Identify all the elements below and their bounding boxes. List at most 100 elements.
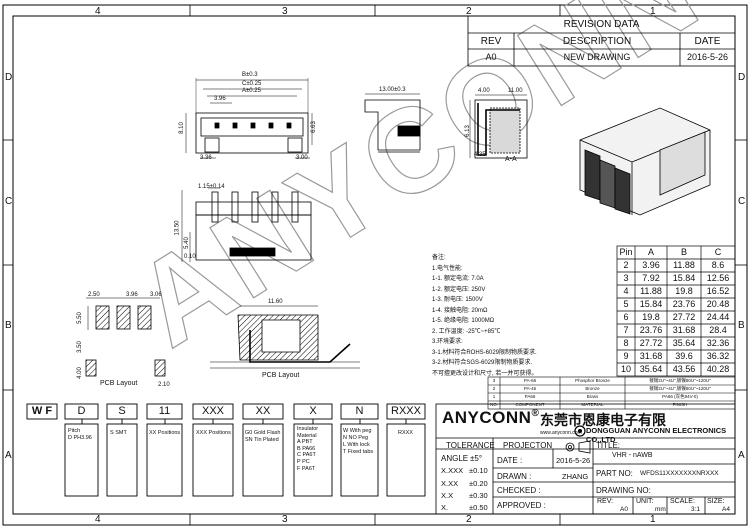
notes-line: 1-5. 绝缘电阻: 1000MΩ [432, 318, 495, 324]
section-label: A-A [505, 156, 517, 163]
materials-cell: Brass [586, 394, 599, 399]
zone-top-1: 1 [650, 6, 656, 17]
desc-line: Material [297, 432, 317, 439]
pin-table-cell: 10 [620, 364, 631, 374]
drawn-label: DRAWN : [497, 472, 532, 481]
desc-line: XXX Positions [196, 430, 231, 436]
materials-cell: 1 [492, 394, 496, 399]
scale-value: 3:1 [691, 506, 701, 513]
materials-cell: 镀锡2U"~4U",镀镍80U"~120U" [649, 386, 711, 391]
notes-line: 1-4. 接触电阻: 20mΩ [432, 307, 488, 314]
zone-left-a: A [5, 450, 12, 461]
pin-table-cell: 9 [623, 351, 629, 361]
part-code-x: X [309, 405, 317, 417]
section-a-a-view [469, 94, 528, 159]
size-value: A4 [722, 506, 730, 513]
revision-header-description: DESCRIPTION [562, 36, 632, 47]
company-brand-reg: ® [531, 408, 540, 419]
unit-label: UNIT: [636, 498, 654, 505]
side-view [364, 93, 421, 153]
desc-line: W With peg [343, 428, 372, 434]
part-code-grid [26, 403, 426, 497]
pcb-side-section-view [210, 305, 360, 369]
pin-table-cell: 11.88 [673, 260, 695, 270]
tolerance-label: TOLERANCE [446, 441, 495, 450]
notes-block: 备注: 1.电气性能: 1-1. 额定电流: 7.0A 1-2. 额定电压: 2… [432, 253, 537, 379]
pin-table-cell: 19.8 [675, 286, 693, 296]
desc-line: Pitch [68, 428, 81, 434]
pin-table-cell: 15.84 [639, 299, 663, 309]
pin-table-cell: 15.84 [672, 273, 696, 283]
pin-table-cell: 28.4 [709, 325, 727, 335]
dim-section-h: 6.13 [464, 125, 471, 137]
materials-cell: 3 [492, 378, 496, 383]
dim-top-396: 3.96 [214, 96, 226, 102]
desc-line: G0 Gold Flash [245, 430, 281, 436]
dim-top-a: A±0.25 [242, 88, 261, 94]
materials-cell: Phosphor Bronze [575, 378, 610, 383]
pcb-layout-label: PCB Layout [100, 380, 138, 387]
tol-x-label: X.X [441, 491, 454, 500]
pin-table-cell: 2 [623, 260, 629, 270]
tol-xx-label: X.XX [441, 479, 459, 488]
part-code-desc-s: S SMT [110, 430, 127, 437]
materials-cell: 镀锡2U"~4U",镀镍80U"~120U" [649, 378, 711, 383]
revision-title: REVISION DATA [563, 19, 640, 30]
notes-line: 3-2.材料符合SGS-6029限制物质要求. [432, 360, 533, 366]
drawing-no-label: DRAWING NO: [596, 486, 651, 495]
part-code-11: 11 [158, 405, 171, 417]
part-code-desc-xx: G0 Gold Flash SN Tin Plated [245, 430, 280, 444]
desc-line: L With lock [343, 442, 370, 448]
approved-label: APPROVED : [497, 501, 546, 510]
company-logo-icon [574, 425, 586, 437]
zone-ticks [3, 5, 747, 525]
dim-section-w1: 4.00 [478, 88, 490, 94]
size-label: SIZE: [707, 498, 725, 505]
part-code-desc-rxxx: RXXX [398, 430, 413, 437]
pin-table-cell: 7 [623, 325, 629, 335]
projection-symbol-icon [565, 440, 591, 454]
revision-cell-date: 2016-5-26 [686, 52, 729, 62]
part-code-xx: XX [255, 405, 271, 417]
materials-cell: PA66 [524, 394, 536, 399]
dim-pcb2-width: 11.60 [268, 299, 283, 305]
title-block-grid [435, 403, 736, 515]
tol-xxx-value: ±0.10 [469, 466, 488, 475]
pin-table-cell: 27.72 [672, 312, 696, 322]
dim-top-bot1: 3.36 [200, 155, 212, 161]
desc-line: N NO Peg [343, 435, 369, 441]
desc-line: F PA6T [297, 465, 316, 472]
desc-line: S SMT [110, 430, 127, 436]
dim-front-width: 1.15±0.14 [198, 184, 225, 190]
desc-line: D PH3.96 [68, 435, 92, 441]
notes-line: 3.环境要求: [432, 339, 463, 345]
scale-label: SCALE: [670, 498, 695, 505]
tol-xxx-label: X.XXX [441, 466, 464, 475]
pin-table-cell: 3.96 [642, 260, 660, 270]
top-view [185, 78, 313, 159]
zone-left-d: D [5, 72, 13, 83]
company-website: www.anyconn.com [540, 430, 582, 436]
revision-header-rev: REV [480, 36, 502, 47]
revision-cell-description: NEW DRAWING [563, 52, 631, 62]
part-code-n: N [355, 405, 364, 417]
projection-label: PROJECTON [503, 441, 553, 450]
materials-cell: PA-46 [523, 386, 537, 391]
pin-table-header: B [680, 247, 687, 257]
desc-line: A PBT [297, 439, 313, 446]
dim-top-b: B±0.3 [242, 72, 258, 78]
pin-table-cell: 4 [623, 286, 629, 296]
part-code-desc-11: XX Positions [149, 430, 180, 437]
zone-top-3: 3 [282, 6, 288, 17]
pin-table-cell: 35.64 [639, 364, 663, 374]
revision-cell-rev: A0 [485, 52, 497, 62]
materials-cell: Bronze [585, 386, 600, 391]
pin-table-cell: 16.52 [706, 286, 730, 296]
pin-table-header: Pin [619, 247, 633, 257]
desc-line: P PC [297, 458, 310, 465]
pin-table-cell: 31.68 [672, 325, 696, 335]
dim-top-c: C±0.25 [242, 81, 262, 87]
zone-top-2: 2 [466, 6, 472, 17]
zone-right-a: A [738, 450, 745, 461]
